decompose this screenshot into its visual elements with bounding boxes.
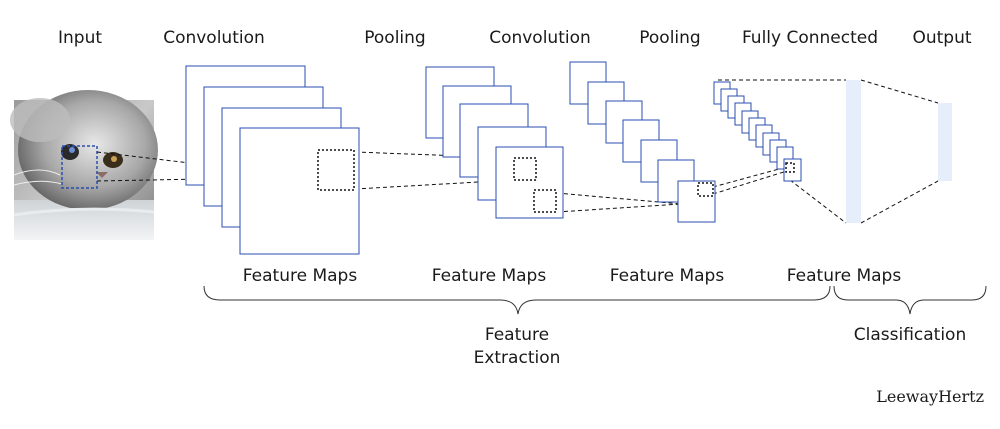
classification-brace bbox=[833, 285, 987, 315]
label-feature-extraction-line-1: Feature bbox=[485, 325, 549, 345]
conv1-feature-maps bbox=[185, 65, 360, 255]
label-convolution-2: Convolution bbox=[489, 28, 591, 48]
label-feature-extraction-line-2: Extraction bbox=[474, 348, 561, 368]
fc-feature-maps bbox=[713, 81, 802, 182]
label-pooling-2: Pooling bbox=[639, 28, 700, 48]
label-classification: Classification bbox=[854, 325, 966, 345]
pool2-receptive-field bbox=[697, 182, 714, 197]
label-fully-connected: Fully Connected bbox=[742, 28, 878, 48]
label-convolution-1: Convolution bbox=[163, 28, 265, 48]
input-receptive-field bbox=[61, 145, 98, 189]
pool1-feature-maps bbox=[425, 66, 564, 219]
label-feature-maps-2: Feature Maps bbox=[432, 266, 547, 286]
fc-receptive-field bbox=[785, 162, 795, 173]
label-pooling-1: Pooling bbox=[364, 28, 425, 48]
fully-connected-layer-bar bbox=[846, 80, 861, 223]
input-cat-image bbox=[10, 90, 158, 240]
conv1-receptive-field bbox=[317, 149, 355, 191]
brand-logo-text: LeewayHertz bbox=[876, 387, 984, 406]
feature-extraction-brace bbox=[203, 285, 831, 315]
label-input: Input bbox=[58, 28, 102, 48]
pool1-receptive-field-2 bbox=[533, 189, 557, 213]
pool1-receptive-field-1 bbox=[513, 157, 537, 181]
label-feature-maps-3: Feature Maps bbox=[610, 266, 725, 286]
pool2-feature-maps bbox=[569, 61, 716, 223]
label-feature-maps-4: Feature Maps bbox=[787, 266, 902, 286]
label-output: Output bbox=[912, 28, 971, 48]
label-feature-maps-1: Feature Maps bbox=[243, 266, 358, 286]
output-layer-bar bbox=[938, 103, 952, 181]
